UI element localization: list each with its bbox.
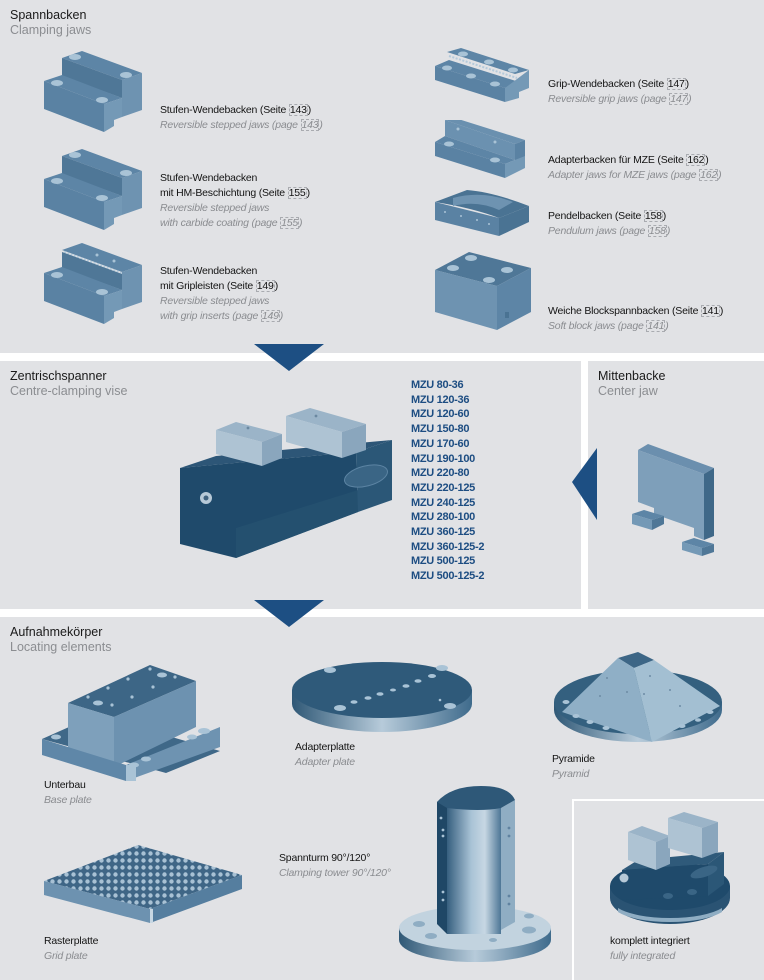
stepped-jaw-grip-icon[interactable] [42, 240, 148, 326]
section-subtitle-clamping-jaws: Clamping jaws [10, 23, 92, 37]
page-link-143[interactable]: 143 [288, 104, 308, 116]
caption-grip-jaw: Grip-Wendebacken (Seite 147) Reversible … [548, 78, 692, 105]
caption-pyramid: Pyramide Pyramid [552, 753, 595, 780]
caption-adapter-plate: Adapterplatte Adapter plate [295, 741, 355, 768]
page-link-155[interactable]: 155 [287, 187, 307, 199]
model-item[interactable]: MZU 280-100 [411, 511, 475, 524]
model-item[interactable]: MZU 120-36 [411, 393, 470, 406]
section-title-clamping-jaws: Spannbacken [10, 8, 87, 22]
page-link-158[interactable]: 158 [643, 210, 663, 222]
soft-block-jaw-icon[interactable] [433, 250, 533, 332]
model-item[interactable]: MZU 240-125 [411, 496, 475, 509]
section-title-centre-vise: Zentrischspanner [10, 369, 107, 383]
model-item[interactable]: MZU 500-125 [411, 555, 475, 568]
section-title-locating-elements: Aufnahmekörper [10, 625, 103, 639]
caption-base-plate: Unterbau Base plate [44, 779, 92, 806]
arrow-left-icon [572, 448, 597, 520]
section-subtitle-locating-elements: Locating elements [10, 640, 112, 654]
center-jaw-icon[interactable] [630, 444, 722, 559]
model-item[interactable]: MZU 500-125-2 [411, 570, 485, 583]
arrow-down-icon [254, 600, 324, 627]
adapter-plate-icon[interactable] [290, 656, 474, 738]
fully-integrated-vise-icon[interactable] [608, 812, 732, 930]
stepped-jaw-icon[interactable] [42, 48, 148, 134]
caption-fully-integrated: komplett integriert fully integrated [610, 935, 690, 962]
model-item[interactable]: MZU 220-80 [411, 467, 470, 480]
section-subtitle-centre-vise: Centre-clamping vise [10, 384, 128, 398]
caption-pendulum-jaw: Pendelbacken (Seite 158) Pendulum jaws (… [548, 210, 671, 237]
page-link-141[interactable]: 141 [700, 305, 720, 317]
centre-clamping-vise-icon[interactable] [176, 408, 398, 558]
caption-stepped-jaw-carbide: Stufen-Wendebacken mit HM-Beschichtung (… [160, 172, 310, 229]
pyramid-icon[interactable] [552, 650, 722, 746]
caption-soft-block-jaw: Weiche Blockspannbacken (Seite 141) Soft… [548, 305, 724, 332]
arrow-down-icon [254, 344, 324, 371]
model-list: MZU 80-36 MZU 120-36 MZU 120-60 MZU 150-… [411, 378, 484, 584]
adapter-jaw-icon[interactable] [433, 120, 533, 180]
model-item[interactable]: MZU 190-100 [411, 452, 475, 465]
caption-adapter-jaw: Adapterbacken für MZE (Seite 162) Adapte… [548, 154, 722, 181]
page-link-147[interactable]: 147 [666, 78, 686, 90]
model-item[interactable]: MZU 360-125 [411, 526, 475, 539]
model-item[interactable]: MZU 170-60 [411, 437, 470, 450]
section-title-center-jaw: Mittenbacke [598, 369, 666, 383]
caption-stepped-jaw-grip: Stufen-Wendebacken mit Gripleisten (Seit… [160, 265, 284, 322]
model-item[interactable]: MZU 220-125 [411, 481, 475, 494]
page-link-149[interactable]: 149 [255, 280, 275, 292]
caption-grid-plate: Rasterplatte Grid plate [44, 935, 99, 962]
model-item[interactable]: MZU 360-125-2 [411, 540, 485, 553]
grip-jaw-icon[interactable] [433, 48, 533, 104]
grid-plate-icon[interactable] [42, 843, 244, 925]
section-subtitle-center-jaw: Center jaw [598, 384, 658, 398]
clamping-tower-icon[interactable] [397, 784, 553, 964]
fully-integrated-box [572, 799, 764, 980]
model-item[interactable]: MZU 80-36 [411, 379, 464, 391]
pendulum-jaw-icon[interactable] [433, 188, 533, 238]
caption-clamping-tower: Spannturm 90°/120° Clamping tower 90°/12… [279, 852, 391, 879]
base-plate-icon[interactable] [40, 655, 224, 781]
page-link-162[interactable]: 162 [686, 154, 706, 166]
stepped-jaw-carbide-icon[interactable] [42, 146, 148, 232]
model-item[interactable]: MZU 150-80 [411, 423, 470, 436]
caption-stepped-jaw: Stufen-Wendebacken (Seite 143) Reversibl… [160, 104, 323, 131]
model-item[interactable]: MZU 120-60 [411, 408, 470, 421]
